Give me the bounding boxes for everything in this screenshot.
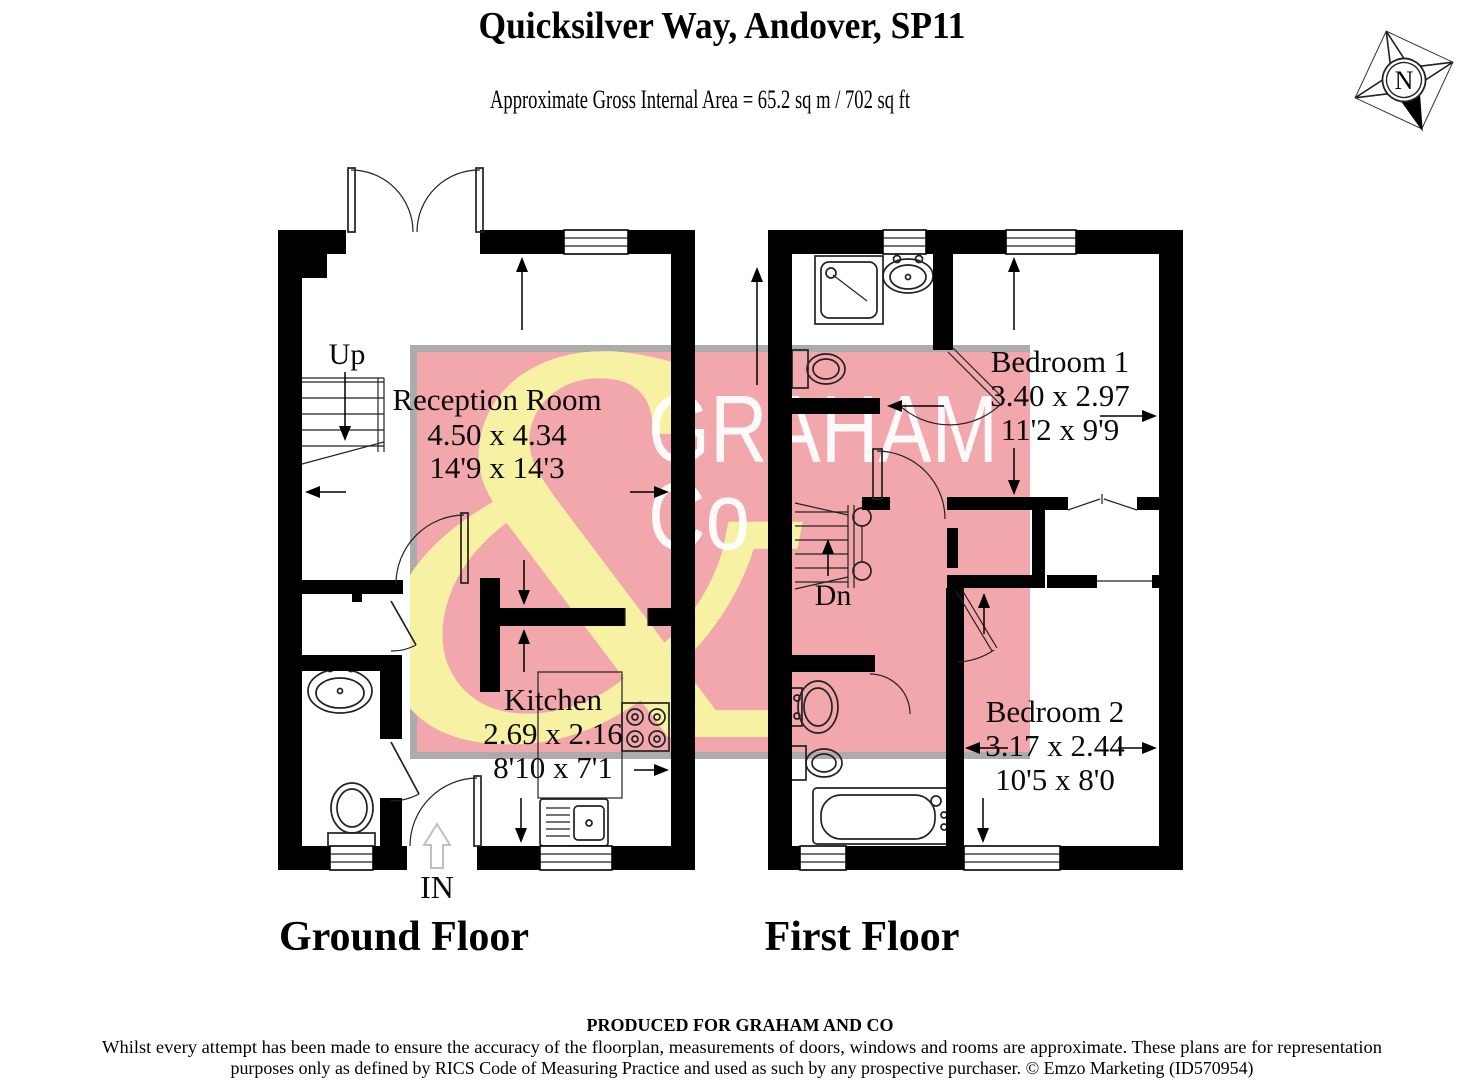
gf-kitchen-imperial: 8'10 x 7'1 [493, 750, 613, 785]
ff-bedroom2-metric: 3.17 x 2.44 [985, 728, 1125, 763]
ff-bedroom2-door [955, 587, 998, 663]
gf-stairs-label: Up [329, 338, 366, 371]
ff-bedroom2-imperial: 10'5 x 8'0 [995, 762, 1115, 797]
gf-reception-imperial: 14'9 x 14'3 [429, 450, 564, 485]
gf-reception-name: Reception Room [392, 382, 601, 417]
ff-bathtub-icon [812, 787, 951, 845]
ff-bedroom1-name: Bedroom 1 [991, 344, 1130, 379]
gf-french-doors [347, 167, 484, 233]
gf-dimension-arrows [305, 257, 763, 843]
ff-windows [799, 229, 1077, 871]
ff-bedroom1-door [872, 448, 946, 520]
ff-stairs-label: Dn [815, 579, 852, 612]
gf-kitchen-metric: 2.69 x 2.16 [483, 716, 623, 751]
gf-kitchen-name: Kitchen [504, 682, 603, 717]
ff-bedroom2-name: Bedroom 2 [986, 694, 1125, 729]
ff-bath1-sink-icon [882, 254, 934, 294]
ff-bedroom1-metric: 3.40 x 2.97 [990, 378, 1130, 413]
watermark-pink-panel [417, 352, 1030, 752]
ff-bathroom1-door [897, 347, 1006, 426]
gf-toilet-icon [327, 782, 376, 848]
entrance-in-arrow-icon [422, 822, 452, 869]
north-compass: N [1354, 30, 1454, 132]
footer-disclaimer-line2: purposes only as defined by RICS Code of… [231, 1058, 1254, 1079]
ff-wardrobe-bifold-door [1067, 494, 1138, 511]
first-floor-plan: Dn Bedroom 1 3.40 x 2.97 11'2 x 9'9 Bedr… [768, 229, 1183, 871]
gf-wc-sink-icon [307, 663, 373, 714]
ff-dimension-arrows [822, 257, 1157, 843]
ff-window-bath2 [799, 845, 847, 871]
ff-walls [768, 230, 1183, 870]
ff-window-bath1 [882, 229, 927, 255]
watermark: & GRAHAM Co [410, 345, 1030, 759]
ff-bathroom2-door [869, 673, 911, 715]
gf-window-top [563, 229, 629, 255]
watermark-brand-text: GRAHAM [648, 376, 998, 483]
first-floor-label: First Floor [765, 914, 960, 960]
ff-shower-icon [814, 255, 884, 325]
gf-kitchen-doorway-jambs [624, 608, 649, 626]
gf-entrance-label: IN [420, 869, 454, 905]
gf-window-wc [329, 845, 374, 871]
watermark-brand-text-2: Co [648, 463, 750, 570]
gf-kitchen-sink-icon [539, 798, 609, 847]
gf-walls [278, 230, 695, 870]
ff-window-bedroom2 [963, 845, 1061, 871]
ff-bedroom1-imperial: 11'2 x 9'9 [1001, 412, 1120, 447]
footer: PRODUCED FOR GRAHAM AND CO Whilst every … [102, 1015, 1382, 1079]
ground-floor-plan: Up Reception Room 4.50 x 4.34 14'9 x 14'… [278, 167, 763, 905]
compass-star-icon [1354, 30, 1454, 132]
footer-produced-for: PRODUCED FOR GRAHAM AND CO [587, 1015, 894, 1035]
compass-north-label: N [1395, 66, 1414, 95]
gf-entrance-door [409, 775, 482, 847]
gf-hob-icon [621, 702, 670, 752]
gf-window-kitchen [539, 845, 613, 871]
gf-windows [329, 229, 629, 871]
gf-reception-door [395, 512, 469, 585]
ground-floor-label: Ground Floor [279, 914, 529, 960]
gf-lobby-door [390, 600, 417, 652]
page-title: Quicksilver Way, Andover, SP11 [479, 5, 966, 47]
gf-reception-metric: 4.50 x 4.34 [427, 417, 567, 452]
gf-staircase-up [301, 377, 385, 465]
page-subtitle: Approximate Gross Internal Area = 65.2 s… [490, 85, 911, 114]
footer-disclaimer-line1: Whilst every attempt has been made to en… [102, 1037, 1382, 1057]
gf-wc-door [390, 741, 420, 802]
ff-window-bedroom1 [1005, 229, 1077, 255]
